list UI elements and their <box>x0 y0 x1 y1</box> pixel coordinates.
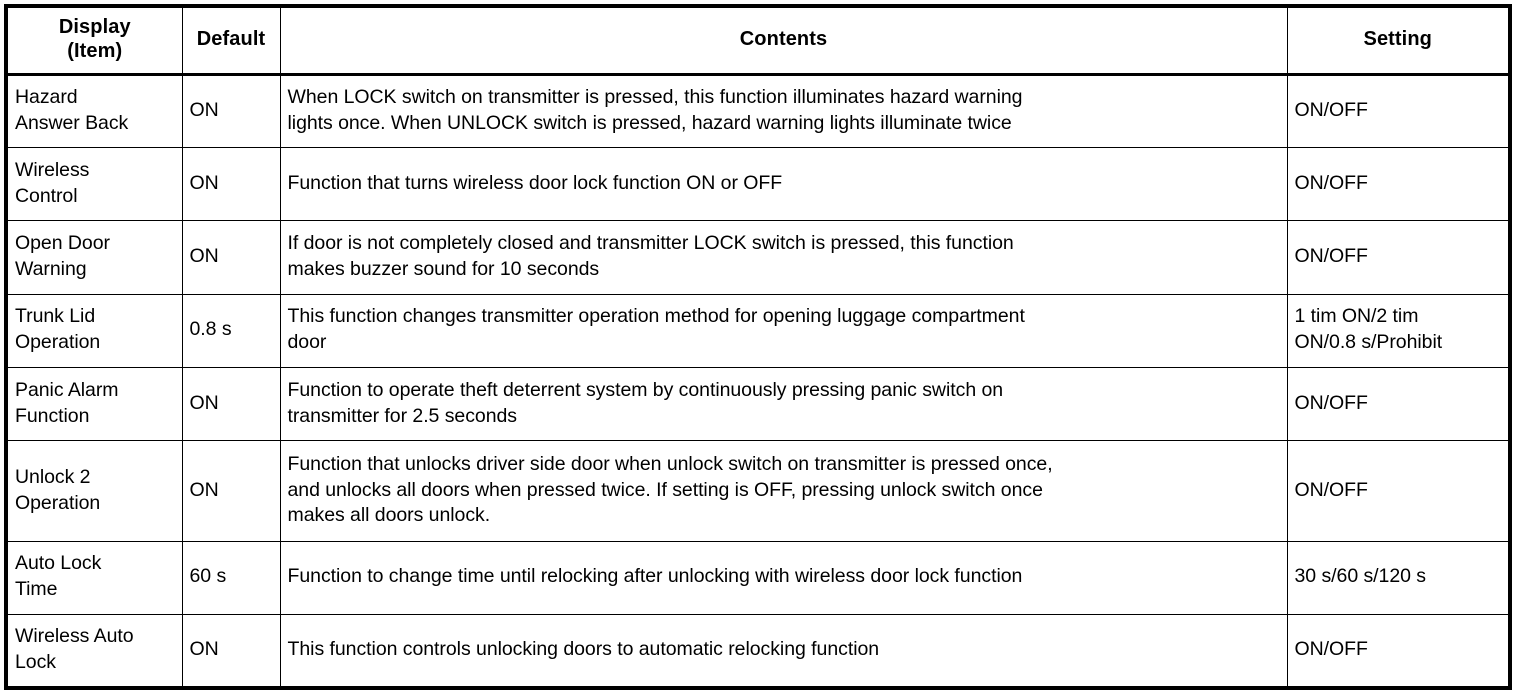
cell-contents: When LOCK switch on transmitter is press… <box>279 73 1288 148</box>
cell-default: 0.8 s <box>181 293 281 369</box>
column-header-setting: Setting <box>1286 5 1511 76</box>
cell-display-item: Panic Alarm Function <box>5 366 183 442</box>
cell-default: ON <box>181 220 281 295</box>
cell-display-item: Wireless Auto Lock <box>5 614 183 689</box>
cell-contents: Function that turns wireless door lock f… <box>279 146 1288 222</box>
cell-display-item: Unlock 2 Operation <box>5 440 183 542</box>
cell-default: ON <box>181 366 281 442</box>
cell-setting: ON/OFF <box>1286 614 1511 689</box>
table-row: Open Door Warning ON If door is not comp… <box>5 220 1511 295</box>
table-row: Hazard Answer Back ON When LOCK switch o… <box>5 73 1511 148</box>
cell-contents: Function to operate theft deterrent syst… <box>279 366 1288 442</box>
cell-default: ON <box>181 614 281 689</box>
cell-setting: 1 tim ON/2 tim ON/0.8 s/Prohibit <box>1286 293 1511 369</box>
cell-display-item: Wireless Control <box>5 146 183 222</box>
cell-contents: This function changes transmitter operat… <box>279 293 1288 369</box>
cell-contents: Function to change time until relocking … <box>279 540 1288 616</box>
table-row: Trunk Lid Operation 0.8 s This function … <box>5 293 1511 369</box>
table-row: Unlock 2 Operation ON Function that unlo… <box>5 440 1511 542</box>
column-header-default: Default <box>181 5 281 76</box>
cell-default: ON <box>181 73 281 148</box>
column-header-contents: Contents <box>279 5 1288 76</box>
cell-default: ON <box>181 146 281 222</box>
table-header-row: Display (Item) Default Contents Setting <box>5 5 1511 76</box>
cell-display-item: Trunk Lid Operation <box>5 293 183 369</box>
table-body: Hazard Answer Back ON When LOCK switch o… <box>5 73 1511 689</box>
cell-display-item: Hazard Answer Back <box>5 73 183 148</box>
cell-default: ON <box>181 440 281 542</box>
table-row: Panic Alarm Function ON Function to oper… <box>5 366 1511 442</box>
cell-setting: ON/OFF <box>1286 366 1511 442</box>
function-settings-table: Display (Item) Default Contents Setting … <box>4 4 1512 690</box>
cell-setting: ON/OFF <box>1286 146 1511 222</box>
cell-contents: Function that unlocks driver side door w… <box>279 440 1288 542</box>
cell-contents: This function controls unlocking doors t… <box>279 614 1288 689</box>
cell-display-item: Auto Lock Time <box>5 540 183 616</box>
cell-setting: ON/OFF <box>1286 73 1511 148</box>
table-row: Wireless Control ON Function that turns … <box>5 146 1511 222</box>
cell-default: 60 s <box>181 540 281 616</box>
cell-setting: ON/OFF <box>1286 220 1511 295</box>
column-header-display-item: Display (Item) <box>5 5 183 76</box>
cell-contents: If door is not completely closed and tra… <box>279 220 1288 295</box>
cell-setting: 30 s/60 s/120 s <box>1286 540 1511 616</box>
table-row: Auto Lock Time 60 s Function to change t… <box>5 540 1511 616</box>
table-row: Wireless Auto Lock ON This function cont… <box>5 614 1511 689</box>
cell-display-item: Open Door Warning <box>5 220 183 295</box>
table-header: Display (Item) Default Contents Setting <box>5 5 1511 76</box>
cell-setting: ON/OFF <box>1286 440 1511 542</box>
